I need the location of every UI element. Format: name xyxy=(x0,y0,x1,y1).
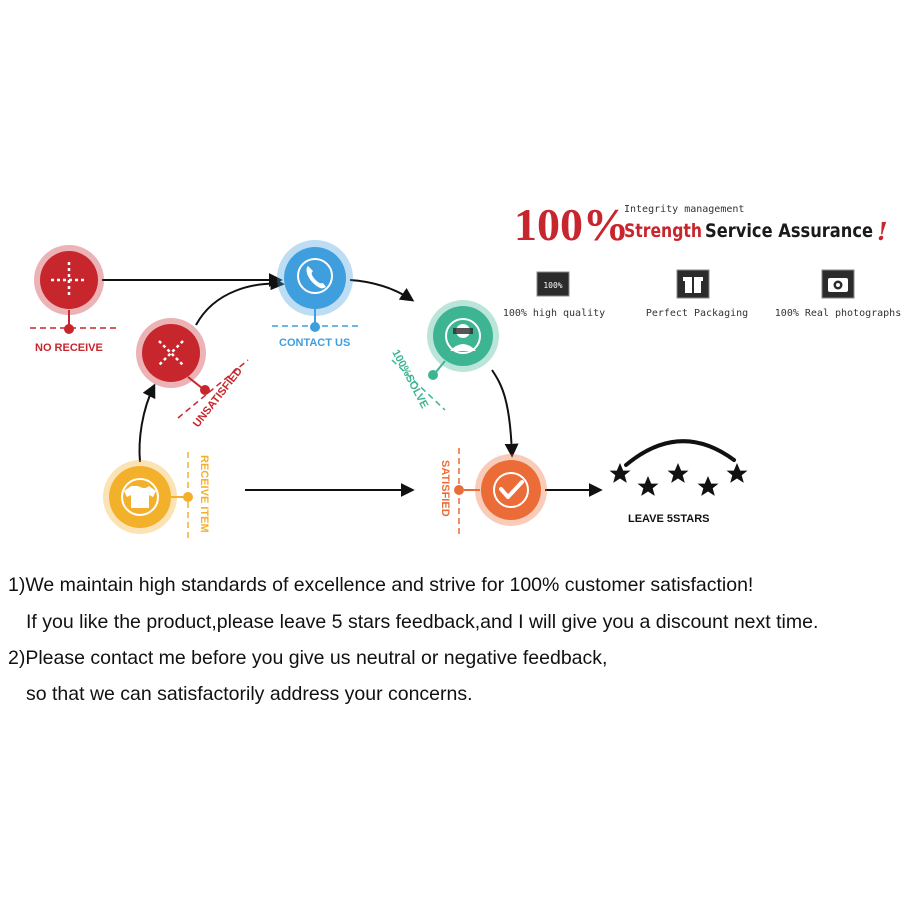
policy-line-3: 2)Please contact me before you give us n… xyxy=(8,647,608,669)
header-percent: 100% xyxy=(514,199,629,250)
checkmark-icon xyxy=(493,472,529,508)
arrow-unsatisfied-to-contact xyxy=(195,276,285,326)
arrow-contact-to-solve xyxy=(349,279,415,302)
header-title-strength: Strength xyxy=(624,220,702,242)
leave-stars-label: LEAVE 5STARS xyxy=(628,513,710,525)
policy-line-1: 1)We maintain high standards of excellen… xyxy=(8,574,754,596)
step-solve: 100%SOLVE xyxy=(389,300,499,411)
dotted-cross-icon xyxy=(51,262,87,298)
star-icon xyxy=(697,476,719,496)
unsatisfied-circle xyxy=(142,324,200,382)
star-icon xyxy=(726,463,748,483)
gift-box-icon xyxy=(676,269,710,299)
header-tagline: Integrity management xyxy=(624,204,744,215)
feature-packaging: Perfect Packaging xyxy=(646,269,748,319)
arrow-solve-to-satisfied xyxy=(491,369,519,458)
satisfied-label: SATISFIED xyxy=(439,460,451,517)
feature-photographs-label: 100% Real photographs xyxy=(775,308,901,319)
policy-line-2: If you like the product,please leave 5 s… xyxy=(26,611,819,633)
feature-quality-label: 100% high quality xyxy=(503,308,605,319)
arrow-receive-to-unsatisfied xyxy=(138,383,156,463)
step-contact-us: CONTACT US xyxy=(272,240,360,349)
camera-icon xyxy=(821,269,855,299)
step-no-receive: NO RECEIVE xyxy=(30,245,118,354)
quality-badge-text: 100% xyxy=(543,281,562,290)
flow-arrows xyxy=(102,273,603,497)
header-exclaim: ! xyxy=(877,217,888,246)
receive-item-label: RECEIVE ITEM xyxy=(198,455,210,533)
leave-five-stars: LEAVE 5STARS xyxy=(609,439,748,525)
satisfied-circle xyxy=(481,460,541,520)
star-icon xyxy=(609,463,631,483)
solve-label: 100%SOLVE xyxy=(389,348,430,411)
step-satisfied: SATISFIED xyxy=(439,448,547,535)
header-title-rest: Service Assurance xyxy=(705,220,873,242)
quality-badge-icon: 100% xyxy=(536,271,570,297)
phone-icon xyxy=(297,258,333,294)
feature-packaging-label: Perfect Packaging xyxy=(646,308,748,319)
step-receive-item: RECEIVE ITEM xyxy=(103,452,210,540)
star-icon xyxy=(667,463,689,483)
contact-us-circle xyxy=(284,247,346,309)
tshirt-icon xyxy=(121,478,159,516)
feature-quality: 100% 100% high quality xyxy=(503,271,605,319)
stars-arc xyxy=(624,439,736,467)
unsatisfied-label: UNSATISFIED xyxy=(191,365,245,430)
feature-photographs: 100% Real photographs xyxy=(775,269,901,319)
contact-us-label: CONTACT US xyxy=(279,337,350,349)
policy-line-4: so that we can satisfactorily address yo… xyxy=(26,683,473,705)
star-icon xyxy=(637,476,659,496)
step-unsatisfied: UNSATISFIED xyxy=(136,318,249,430)
support-agent-icon xyxy=(445,318,481,354)
no-receive-label: NO RECEIVE xyxy=(35,342,103,354)
service-assurance-header: 100% Integrity management Strength Servi… xyxy=(514,199,888,250)
